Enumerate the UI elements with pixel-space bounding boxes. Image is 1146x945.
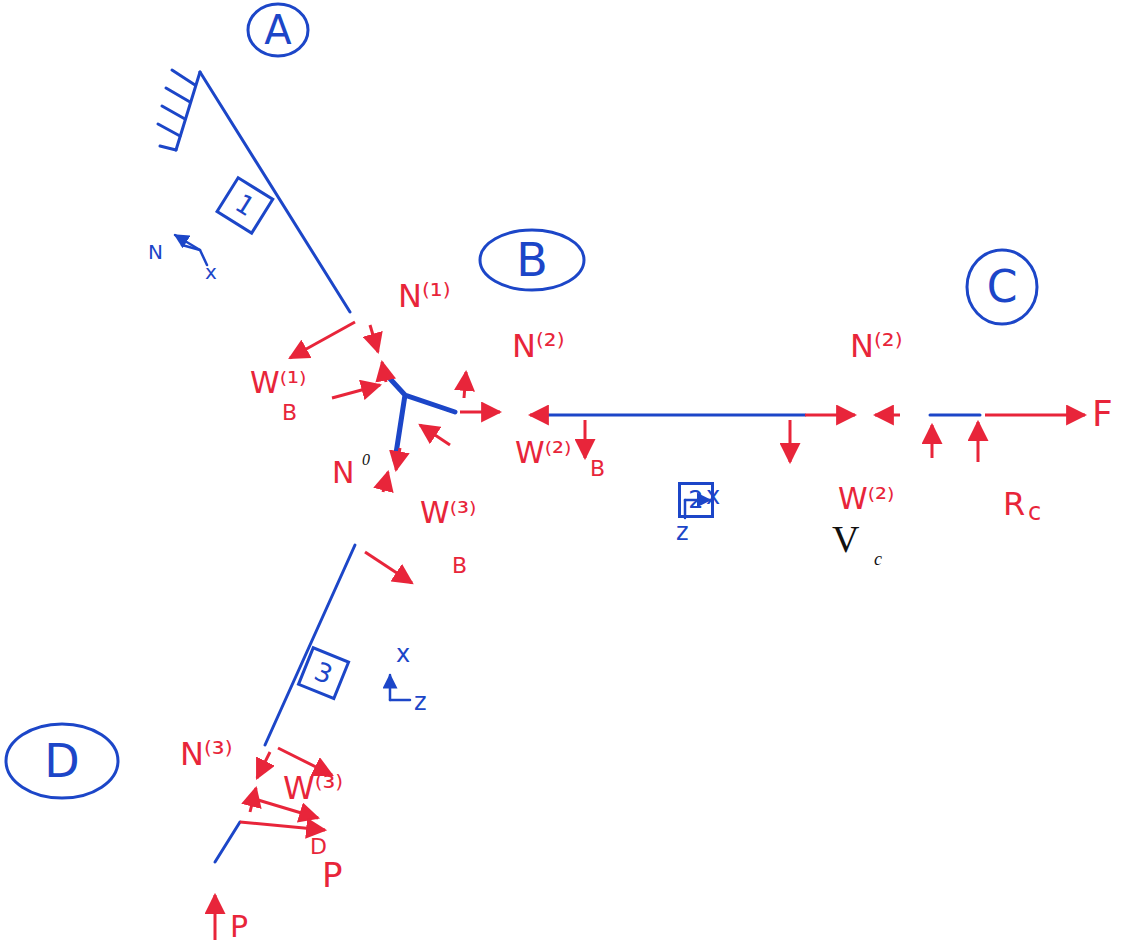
force-label: W⁽²⁾ <box>515 438 571 468</box>
axis-label: x <box>396 642 410 666</box>
force-label: c <box>874 550 882 568</box>
force-label: W⁽³⁾ <box>283 772 343 804</box>
force-label: N⁽²⁾ <box>512 330 564 362</box>
axis-label: z <box>676 520 689 544</box>
force-label: W⁽¹⁾ <box>250 368 306 398</box>
axis-label: x <box>706 484 720 508</box>
member-number-box: 1 <box>215 176 275 236</box>
axis-label: N <box>148 242 163 262</box>
force-label: P <box>322 858 343 892</box>
axis-label: z <box>414 690 427 714</box>
force-label: W⁽³⁾ <box>420 498 476 528</box>
force-label: N <box>332 458 354 488</box>
point-circle: C <box>965 248 1039 326</box>
force-label: B <box>282 402 297 424</box>
force-label: B <box>452 555 467 577</box>
force-label: N⁽¹⁾ <box>398 280 450 312</box>
point-circle: A <box>246 2 310 58</box>
force-label: B <box>590 458 605 480</box>
force-label: F <box>1092 396 1113 432</box>
point-circle: B <box>478 228 586 292</box>
node-text: C <box>987 265 1018 309</box>
node-text: A <box>264 10 291 50</box>
node-text: D <box>44 738 79 784</box>
node-text: 1 <box>231 190 259 221</box>
force-label: 0 <box>362 452 370 468</box>
force-label: D <box>310 836 327 858</box>
force-label: c <box>1028 500 1041 524</box>
force-label: R <box>1003 488 1025 520</box>
point-circle: D <box>4 722 120 800</box>
force-label: N⁽³⁾ <box>180 738 232 770</box>
force-label: P <box>230 912 248 942</box>
axis-label: x <box>205 262 217 282</box>
node-text: 2 <box>688 488 703 512</box>
node-text: 3 <box>311 658 336 688</box>
force-label: W⁽²⁾ <box>838 484 894 514</box>
force-label: N⁽²⁾ <box>850 330 902 362</box>
force-label: V <box>832 520 859 558</box>
node-text: B <box>516 237 548 283</box>
